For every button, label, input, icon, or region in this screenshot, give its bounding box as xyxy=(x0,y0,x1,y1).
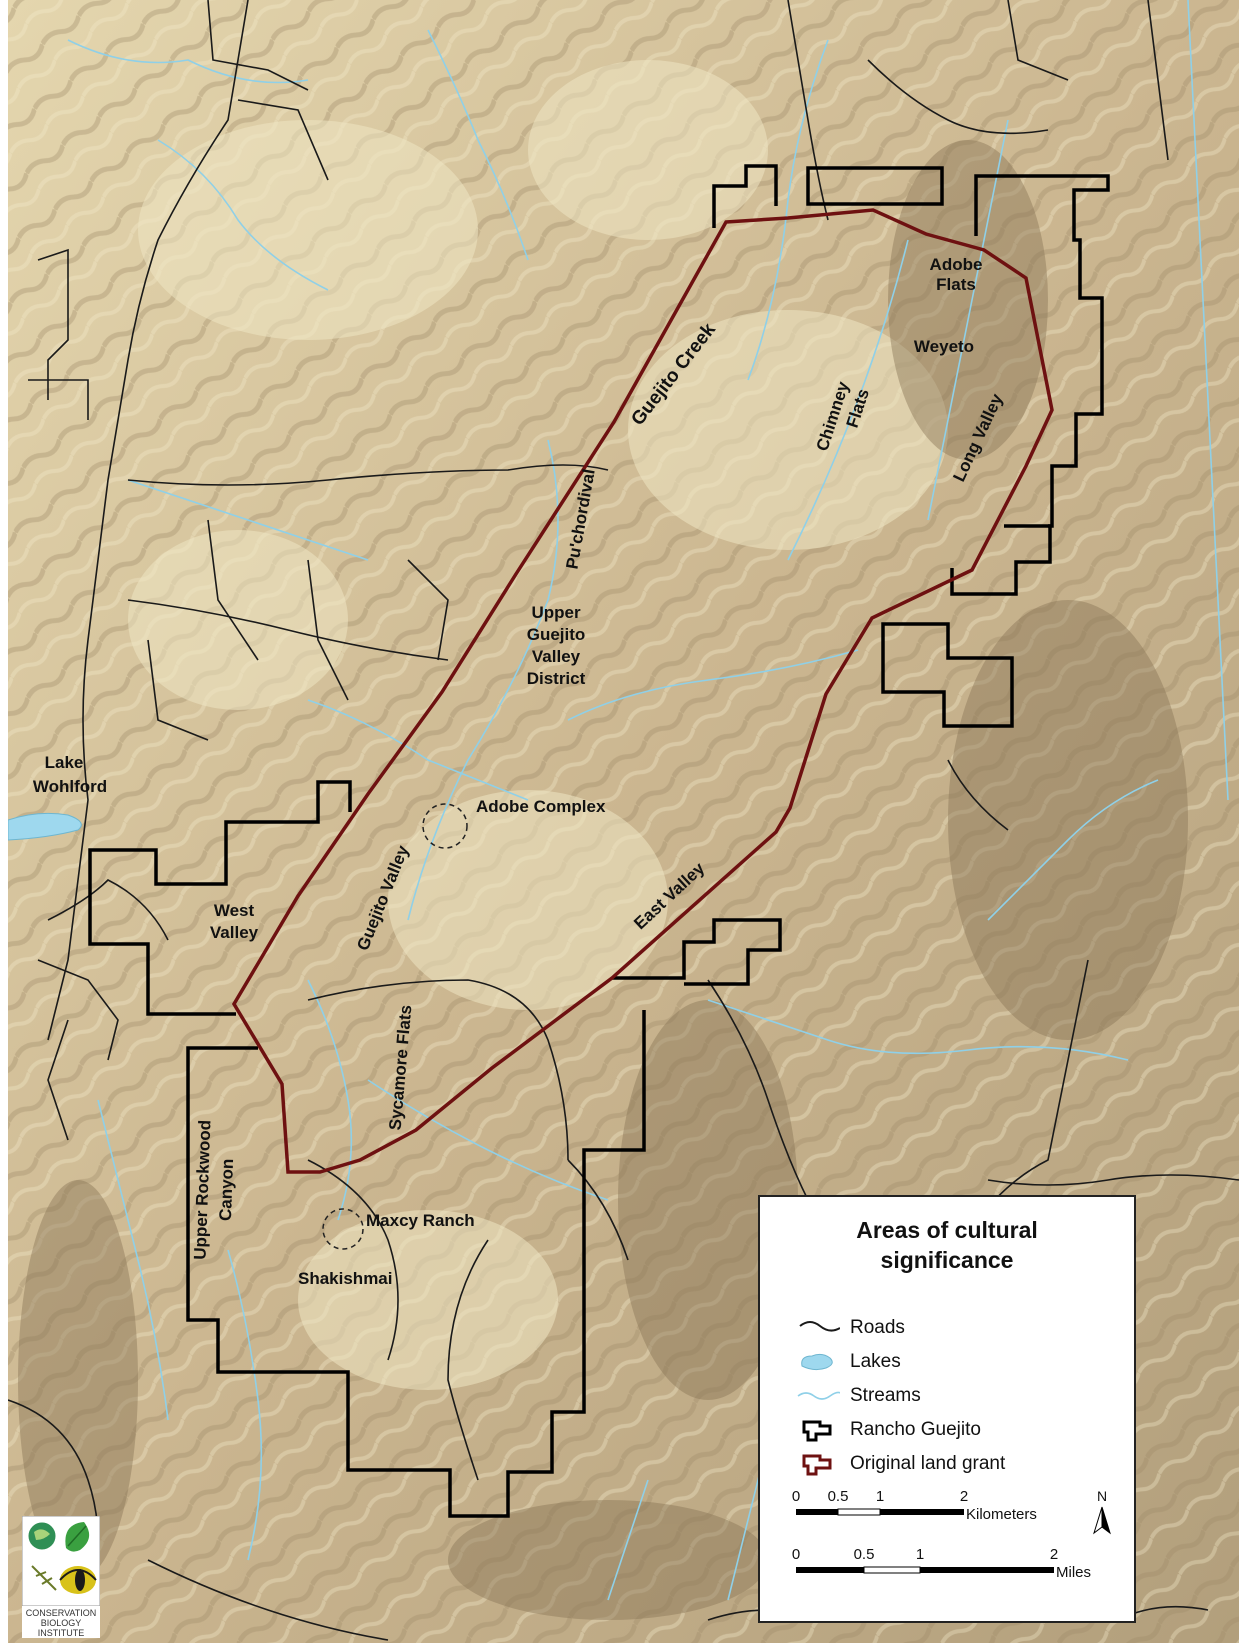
legend-title-line-2: significance xyxy=(880,1247,1014,1273)
logo-text-institute: INSTITUTE xyxy=(38,1628,85,1638)
label-shakishmai: Shakishmai xyxy=(298,1269,393,1288)
map-frame: Adobe Flats Weyeto Chimney Flats Long Va… xyxy=(8,0,1239,1643)
km-tick-1: 1 xyxy=(876,1488,884,1505)
label-weyeto: Weyeto xyxy=(914,337,974,356)
terrain-light-areas xyxy=(128,60,948,1390)
svg-text:Upper Rockwood: Upper Rockwood xyxy=(191,1120,215,1260)
mile-scale: 0 0.5 1 2 Miles xyxy=(792,1546,1091,1581)
maxcy-ranch-marker[interactable] xyxy=(322,1208,364,1250)
legend-title: Areas of cultural significance xyxy=(760,1215,1134,1275)
svg-text:Valley: Valley xyxy=(210,923,259,942)
svg-text:West: West xyxy=(214,901,255,920)
original-land-grant-boundary xyxy=(231,208,1054,1174)
terrain-shadow-areas xyxy=(18,140,1188,1620)
svg-text:Valley: Valley xyxy=(532,647,581,666)
legend-item-rancho-guejito[interactable]: Rancho Guejito xyxy=(796,1415,1126,1445)
km-tick-05: 0.5 xyxy=(828,1488,849,1505)
label-adobe-complex: Adobe Complex xyxy=(476,797,606,816)
legend-panel: Areas of cultural significance Roads Lak… xyxy=(758,1195,1136,1623)
lake-shape-icon xyxy=(801,1353,833,1371)
stream-line-icon xyxy=(797,1391,840,1400)
km-tick-2: 2 xyxy=(960,1488,968,1505)
north-label: N xyxy=(1097,1488,1107,1504)
mi-tick-1: 1 xyxy=(916,1546,924,1563)
legend-label-lakes: Lakes xyxy=(850,1351,901,1372)
label-upper-rockwood-2: Canyon xyxy=(216,1158,237,1221)
logo-text-biology: BIOLOGY xyxy=(41,1618,82,1628)
adobe-complex-marker[interactable] xyxy=(422,803,468,849)
mi-tick-05: 0.5 xyxy=(854,1546,875,1563)
svg-text:Wohlford: Wohlford xyxy=(33,777,107,796)
km-tick-0: 0 xyxy=(792,1488,800,1505)
label-upper-guejito-2: Guejito xyxy=(527,625,586,644)
svg-text:Guejito: Guejito xyxy=(527,625,586,644)
km-unit: Kilometers xyxy=(966,1506,1037,1523)
legend-item-original-land-grant[interactable]: Original land grant xyxy=(796,1449,1126,1479)
map-canvas[interactable]: Adobe Flats Weyeto Chimney Flats Long Va… xyxy=(8,0,1239,1643)
scale-bars: 0 0.5 1 2 Kilometers 0 0.5 1 2 Miles N xyxy=(792,1488,1111,1581)
conservation-biology-institute-logo: CONSERVATION BIOLOGY INSTITUTE xyxy=(22,1516,100,1638)
label-adobe-flats-2: Flats xyxy=(936,275,976,294)
svg-text:District: District xyxy=(527,669,586,688)
roads-layer xyxy=(8,0,1239,1641)
label-west-valley-2: Valley xyxy=(210,923,259,942)
north-arrow-icon: N xyxy=(1093,1488,1111,1535)
svg-text:Canyon: Canyon xyxy=(216,1158,237,1221)
svg-text:Upper: Upper xyxy=(531,603,581,622)
label-upper-rockwood-1: Upper Rockwood xyxy=(191,1120,215,1260)
rancho-boundary-icon xyxy=(802,1420,832,1442)
legend-label-original-land-grant: Original land grant xyxy=(850,1453,1006,1474)
legend-item-lakes[interactable]: Lakes xyxy=(796,1347,1126,1377)
label-lake-wohlford-2: Wohlford xyxy=(33,777,107,796)
legend-title-line-1: Areas of cultural xyxy=(856,1217,1038,1243)
label-upper-guejito-3: Valley xyxy=(532,647,581,666)
label-adobe-flats-1: Adobe xyxy=(930,255,983,274)
label-lake-wohlford-1: Lake xyxy=(45,753,84,772)
legend-label-roads: Roads xyxy=(850,1317,905,1338)
legend-label-streams: Streams xyxy=(850,1385,921,1406)
svg-text:Lake: Lake xyxy=(45,753,84,772)
km-scale: 0 0.5 1 2 Kilometers xyxy=(792,1488,1037,1523)
label-west-valley-1: West xyxy=(214,901,255,920)
legend-label-rancho-guejito: Rancho Guejito xyxy=(850,1419,981,1440)
label-upper-guejito-1: Upper xyxy=(531,603,581,622)
mi-unit: Miles xyxy=(1056,1564,1091,1581)
lake-wohlford-shape xyxy=(8,812,82,841)
svg-text:Flats: Flats xyxy=(936,275,976,294)
land-grant-boundary-icon xyxy=(802,1454,832,1476)
mi-tick-2: 2 xyxy=(1050,1546,1058,1563)
legend-item-streams[interactable]: Streams xyxy=(796,1381,1126,1411)
svg-text:Adobe: Adobe xyxy=(930,255,983,274)
dragonfly-icon xyxy=(31,1565,57,1591)
rancho-guejito-boundary xyxy=(88,164,1110,1518)
label-upper-guejito-4: District xyxy=(527,669,586,688)
legend-item-roads[interactable]: Roads xyxy=(796,1313,1126,1343)
mi-tick-0: 0 xyxy=(792,1546,800,1563)
road-line-icon xyxy=(799,1321,840,1332)
label-maxcy-ranch: Maxcy Ranch xyxy=(366,1211,475,1230)
logo-text-conservation: CONSERVATION xyxy=(26,1608,97,1618)
